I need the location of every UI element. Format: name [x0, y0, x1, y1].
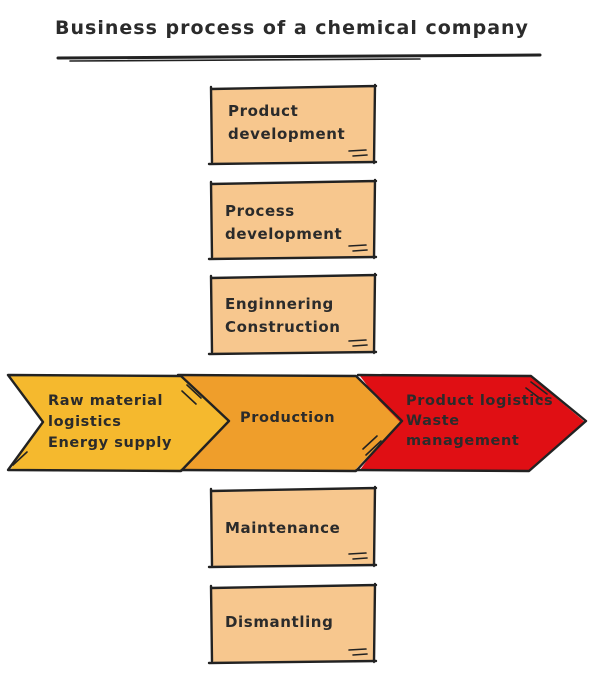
step-box-label: Enginnering Construction [225, 295, 341, 336]
step-box-maintenance: Maintenance [207, 485, 378, 569]
step-box-outline [207, 582, 378, 665]
step-box-label: Product development [228, 102, 345, 143]
step-box-label: Dismantling [225, 613, 333, 631]
step-box-shape [211, 275, 375, 353]
step-box-hatch [348, 648, 368, 656]
step-box-shape [211, 585, 375, 662]
chevron-production: Production [176, 373, 404, 473]
step-box-hatch [348, 339, 368, 347]
step-box-label: Maintenance [225, 519, 340, 537]
chevron-product-logistics: Product logistics Waste management [354, 373, 588, 473]
step-box-outline [207, 485, 378, 569]
step-box-outline [207, 83, 378, 166]
title-underline [56, 53, 542, 60]
chevron-hatch [12, 384, 202, 466]
chevron-outline [6, 373, 231, 473]
step-box-shape [211, 86, 375, 163]
step-box-label: Process development [225, 202, 342, 243]
title-underline-stroke [69, 58, 421, 62]
chevron-hatch [362, 435, 382, 456]
chevron-hatch [525, 381, 548, 401]
step-box-dismantling: Dismantling [207, 582, 378, 665]
step-box-outline [207, 178, 378, 261]
step-box-engineering-construction: Enginnering Construction [207, 272, 378, 356]
chevron-shape [360, 376, 585, 470]
step-box-hatch [348, 244, 368, 252]
step-box-outline [207, 272, 378, 356]
chevron-label: Raw material logistics Energy supply [48, 393, 172, 451]
step-box-shape [211, 181, 375, 258]
step-box-product-development: Product development [207, 83, 378, 166]
step-box-process-development: Process development [207, 178, 378, 261]
chevron-outline [176, 373, 404, 473]
step-box-hatch [348, 149, 368, 157]
chevron-label: Product logistics Waste management [406, 393, 559, 449]
step-box-shape [211, 488, 375, 566]
step-box-hatch [348, 552, 368, 560]
diagram-title: Business process of a chemical company [55, 17, 529, 39]
chevron-shape [180, 376, 400, 470]
chevron-label: Production [240, 410, 335, 426]
chevron-raw-material: Raw material logistics Energy supply [6, 373, 231, 473]
chevron-shape [10, 376, 228, 470]
chevron-outline [354, 373, 588, 473]
